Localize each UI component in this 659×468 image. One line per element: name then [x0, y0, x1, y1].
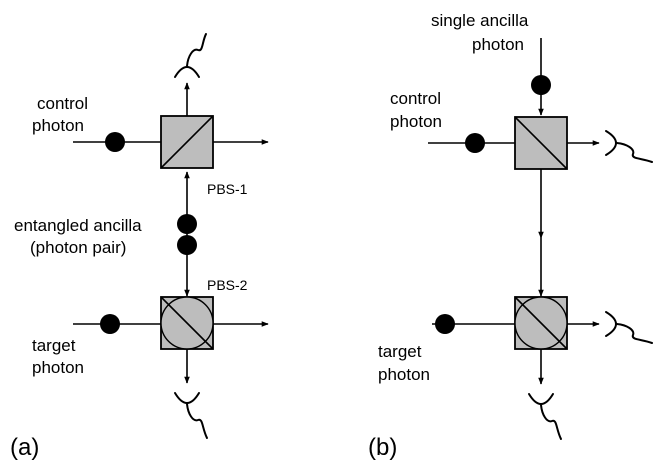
ancilla-label-b-2: photon [472, 35, 524, 54]
control-label-a-1: control [37, 94, 88, 113]
target-label-b-2: photon [378, 365, 430, 384]
detector-right-top-b [605, 130, 653, 163]
panel-b: single ancilla photon control photon tar… [368, 11, 653, 461]
ancilla-photon-dot-b [531, 75, 551, 95]
control-label-b-2: photon [390, 112, 442, 131]
target-label-b-1: target [378, 342, 422, 361]
pbs-2 [160, 296, 214, 350]
target-label-a-2: photon [32, 358, 84, 377]
ancilla-photon-dot-2 [177, 235, 197, 255]
control-photon-dot-a [105, 132, 125, 152]
target-photon-dot-b [435, 314, 455, 334]
target-photon-dot-a [100, 314, 120, 334]
detector-top-a [174, 33, 207, 78]
pbs-b-bottom [514, 296, 568, 350]
pbs2-label: PBS-2 [207, 277, 248, 293]
panel-a-label: (a) [10, 434, 39, 461]
pbs-b-top [514, 116, 568, 170]
detector-bottom-a [174, 392, 208, 439]
pbs1-label: PBS-1 [207, 181, 248, 197]
control-photon-dot-b [465, 133, 485, 153]
detector-right-bottom-b [605, 311, 653, 344]
pbs-1 [160, 115, 214, 169]
ancilla-label-b-1: single ancilla [431, 11, 529, 30]
target-label-a-1: target [32, 336, 76, 355]
ancilla-label-a-1: entangled ancilla [14, 216, 142, 235]
ancilla-label-a-2: (photon pair) [30, 238, 126, 257]
control-label-b-1: control [390, 89, 441, 108]
detector-bottom-b [528, 393, 562, 440]
panel-b-label: (b) [368, 434, 397, 461]
panel-a: control photon PBS-1 entangled ancilla (… [10, 33, 269, 461]
ancilla-photon-dot-1 [177, 214, 197, 234]
control-label-a-2: photon [32, 116, 84, 135]
